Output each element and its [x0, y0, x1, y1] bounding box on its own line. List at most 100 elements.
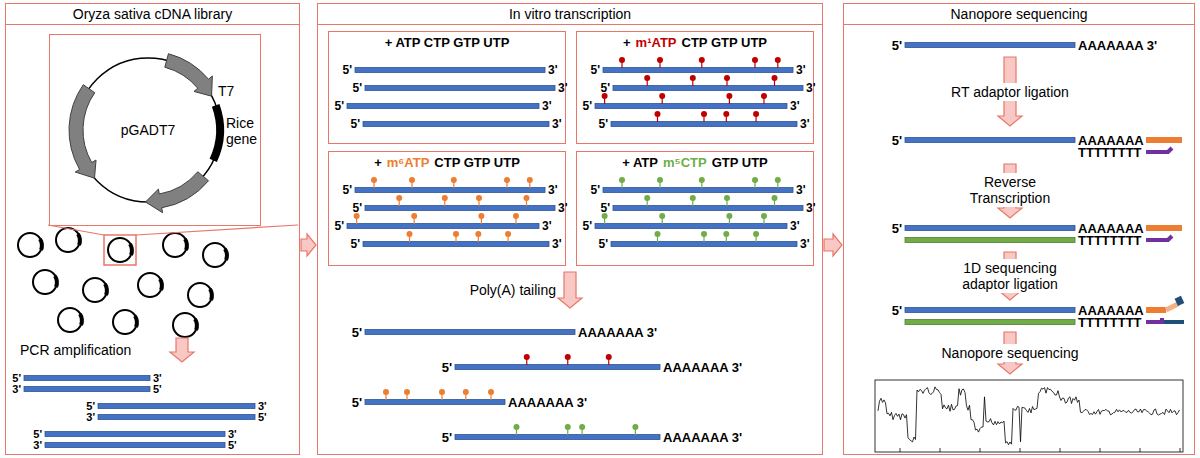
modification-mark — [655, 111, 661, 117]
strand-end: 5' — [892, 38, 902, 53]
rna-strand — [613, 206, 803, 211]
rna-strand — [611, 122, 797, 127]
strand-end: 5' — [590, 184, 600, 196]
panel-title: Nanopore sequencing — [844, 4, 1194, 25]
modification-mark — [439, 389, 445, 395]
rna-strand — [905, 226, 1075, 231]
modification-mark — [404, 389, 410, 395]
rt-adaptor — [1146, 225, 1182, 231]
plasmid-name: pGADT7 — [121, 122, 175, 138]
rna-strand — [455, 435, 660, 440]
strand-end: 3' — [552, 238, 562, 250]
axis-tick — [940, 448, 941, 452]
plasmid-icon — [173, 313, 197, 337]
rna-strand — [45, 432, 225, 437]
rna-strand — [355, 68, 545, 73]
modification-mark — [657, 177, 663, 183]
strand-end: 5' — [342, 64, 352, 76]
modification-mark — [442, 195, 448, 201]
modification-mark — [761, 213, 767, 219]
strand-end: 5' — [153, 383, 162, 396]
rna-strand — [363, 242, 549, 247]
modification-mark — [463, 389, 469, 395]
panel-title: In vitro transcription — [318, 4, 822, 25]
modification-mark — [726, 213, 732, 219]
modification-mark — [565, 354, 571, 360]
insert-mark — [195, 319, 197, 330]
rna-strand — [45, 443, 225, 448]
modification-mark — [475, 231, 481, 237]
poly-a-tail: AAAAAAA 3' — [578, 325, 657, 340]
rna-strand — [98, 404, 255, 409]
rna-strand — [905, 138, 1075, 143]
strand-end: 3' — [86, 411, 95, 424]
insert-mark — [105, 284, 107, 295]
rna-strand — [595, 104, 787, 109]
strand-end: 3' — [558, 202, 568, 214]
rna-strand — [365, 86, 555, 91]
modification-mark — [699, 177, 705, 183]
rt-adaptor — [1146, 137, 1182, 143]
flow-arrow — [301, 234, 316, 256]
step-arrow — [558, 272, 582, 308]
insert-mark — [160, 279, 162, 290]
rt-adaptor — [1146, 307, 1166, 313]
strand-end: 5' — [258, 411, 267, 424]
insert-mark — [135, 316, 137, 327]
strand-end: 3' — [33, 439, 42, 452]
nucleotide-set: m¹ATP — [636, 35, 677, 50]
strand-end: 5' — [350, 118, 360, 130]
plasmid-icon — [163, 233, 187, 257]
oligo-dt: TTTTTTTT — [1078, 315, 1142, 330]
modification-mark — [752, 57, 758, 63]
poly-a-tail: AAAAAAA 3' — [663, 430, 742, 445]
nucleotide-set: m⁶ATP — [387, 155, 430, 170]
modification-mark — [724, 195, 730, 201]
strand-end: 5' — [598, 238, 608, 250]
reaction-box: +m¹ATPCTP GTP UTP — [576, 31, 814, 144]
rna-strand — [24, 376, 150, 381]
strand-end: 5' — [342, 184, 352, 196]
modification-mark — [619, 177, 625, 183]
strand-end: 5' — [892, 303, 902, 318]
modification-mark — [659, 213, 665, 219]
step-label: Nanopore sequencing — [939, 344, 1082, 362]
rna-strand — [603, 68, 793, 73]
panel-title: Oryza sativa cDNA library — [6, 4, 299, 25]
axis-tick — [980, 448, 981, 452]
axis-tick — [1140, 448, 1141, 452]
strand-end: 3' — [542, 220, 552, 232]
strand-end: 5' — [600, 82, 610, 94]
modification-mark — [451, 177, 457, 183]
strand-end: 3' — [548, 64, 558, 76]
strand-end: 5' — [352, 82, 362, 94]
rna-strand — [347, 224, 539, 229]
rna-strand — [905, 308, 1075, 313]
modification-mark — [396, 195, 402, 201]
strand-end: 3' — [806, 82, 816, 94]
modification-mark — [565, 424, 571, 430]
reaction-box: +m⁶ATPCTP GTP UTP — [328, 151, 566, 266]
strand-end: 3' — [790, 100, 800, 112]
rna-strand — [905, 238, 1075, 243]
rt-adaptor-strand — [1146, 148, 1172, 152]
modification-mark — [513, 213, 519, 219]
panel-box: In vitro transcription+ ATP CTP GTP UTP+… — [317, 3, 823, 455]
panel-box: Oryza sativa cDNA librarypGADT7T7Rice ge… — [5, 3, 300, 455]
modification-mark — [644, 195, 650, 201]
modification-mark — [514, 424, 520, 430]
strand-end: 5' — [442, 430, 452, 445]
nucleotide-set: GTP UTP — [712, 155, 768, 170]
sequencing-adaptor — [1166, 304, 1178, 310]
poly-a-tail: AAAAAAA 3' — [663, 360, 742, 375]
modification-mark — [657, 57, 663, 63]
trace-frame — [875, 380, 1183, 452]
nucleotide-set: CTP GTP UTP — [434, 155, 519, 170]
nucleotide-set: CTP GTP UTP — [682, 35, 767, 50]
insert-mark — [40, 239, 42, 250]
strand-end: 5' — [352, 202, 362, 214]
rna-strand — [365, 330, 575, 335]
strand-end: 3' — [796, 64, 806, 76]
current-trace — [878, 387, 1180, 445]
modification-mark — [606, 354, 612, 360]
